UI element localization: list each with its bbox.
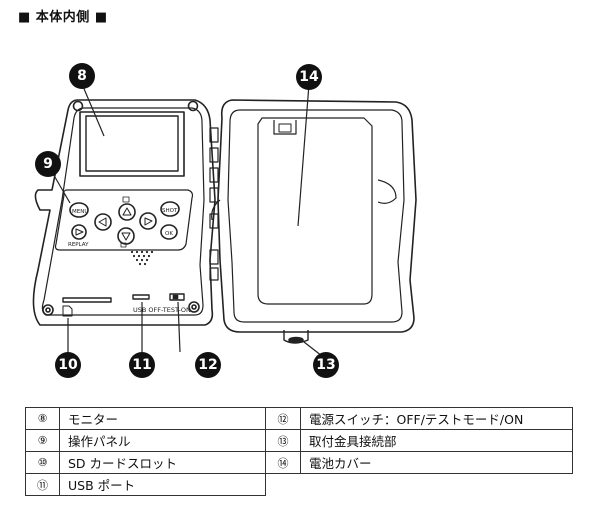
callout-12: 12 <box>195 352 221 378</box>
shot-label: SHOT <box>162 208 178 214</box>
switch-label: USB OFF-TEST-ON <box>133 306 191 314</box>
callout-9: 9 <box>35 151 61 177</box>
menu-label: MENU <box>72 209 88 215</box>
legend-label: USB ポート <box>59 473 266 496</box>
legend-number: ⑬ <box>265 429 301 452</box>
monitor <box>79 111 185 177</box>
callout-13: 13 <box>313 352 339 378</box>
leader-lines <box>51 83 323 364</box>
callout-11: 11 <box>129 352 155 378</box>
legend-label: 取付金具接続部 <box>300 429 573 452</box>
legend-label: 電源スイッチ：OFF/テストモード/ON <box>300 407 573 430</box>
callout-14: 14 <box>296 64 322 90</box>
legend-row: ⑪ USB ポート <box>25 473 573 496</box>
legend-row: ⑨ 操作パネル ⑬ 取付金具接続部 <box>25 429 573 452</box>
sd-card-slot <box>62 297 112 317</box>
legend-row: ⑧ モニター ⑫ 電源スイッチ：OFF/テストモード/ON <box>25 407 573 430</box>
legend-number: ⑨ <box>25 429 60 452</box>
power-switch <box>169 293 185 301</box>
legend-number: ⑫ <box>265 407 301 430</box>
callout-10: 10 <box>55 352 81 378</box>
callout-8: 8 <box>69 63 95 89</box>
operation-panel <box>54 189 194 266</box>
legend-row: ⑩ SD カードスロット ⑭ 電池カバー <box>25 451 573 474</box>
legend-label: 操作パネル <box>59 429 266 452</box>
legend-label: SD カードスロット <box>59 451 266 474</box>
usb-port <box>132 294 150 300</box>
parts-legend-table: ⑧ モニター ⑫ 電源スイッチ：OFF/テストモード/ON ⑨ 操作パネル ⑬ … <box>25 407 573 496</box>
legend-empty-cell <box>301 474 573 496</box>
legend-number: ⑧ <box>25 407 60 430</box>
camera-body-left <box>32 99 216 326</box>
legend-number: ⑪ <box>25 473 60 496</box>
legend-number: ⑭ <box>265 451 301 474</box>
ok-label: OK <box>165 231 173 237</box>
legend-number: ⑩ <box>25 451 60 474</box>
replay-label: REPLAY <box>68 242 89 248</box>
camera-inside-diagram: MENU SHOT OK REPLAY USB OFF-TEST-ON <box>32 83 417 364</box>
section-title: ■ 本体内側 ■ <box>18 10 108 25</box>
legend-label: モニター <box>59 407 266 430</box>
legend-empty-cell <box>266 474 301 496</box>
battery-cover <box>211 99 417 344</box>
legend-label: 電池カバー <box>300 451 573 474</box>
